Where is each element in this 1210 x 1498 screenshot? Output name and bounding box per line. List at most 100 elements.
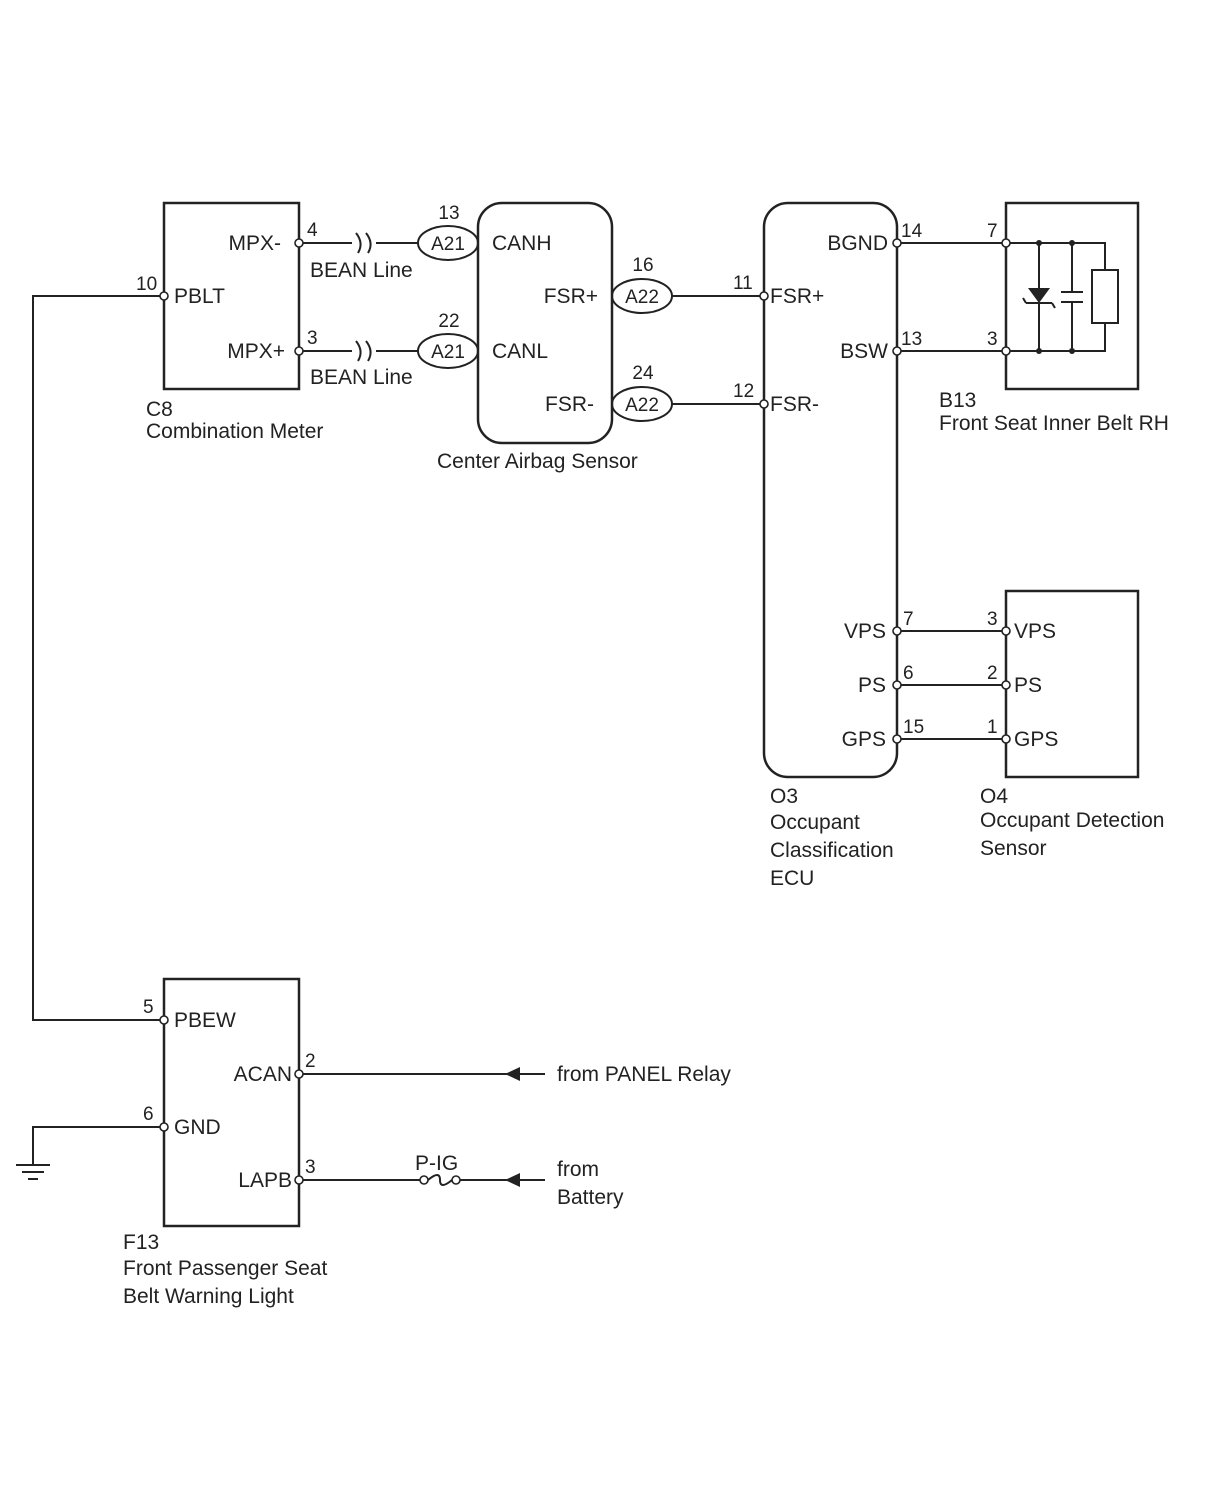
o4-pin-gps: GPS (1014, 728, 1058, 751)
resistor-icon (1091, 269, 1119, 324)
f13-name-line2: Belt Warning Light (123, 1285, 294, 1308)
o3-pin-no-ps: 6 (903, 663, 914, 684)
o3-pin-fsr-plus: FSR+ (770, 285, 824, 308)
o4-pin-no-ps: 2 (987, 663, 998, 684)
o3-pin-fsr-minus: FSR- (770, 393, 819, 416)
connector-a22: A22 16 A22 24 (611, 255, 673, 422)
o4-occupant-detection-sensor: VPS PS GPS 3 2 1 O4 Occupant Detection S… (980, 589, 1164, 860)
f13-name-line1: Front Passenger Seat (123, 1257, 327, 1280)
bean-line-label-2: BEAN Line (310, 366, 413, 389)
f13-pin-acan: ACAN (234, 1063, 292, 1086)
f13-pin-gnd: GND (174, 1116, 221, 1139)
from-battery-label-2: Battery (557, 1186, 624, 1209)
terminal (759, 399, 769, 409)
terminal (159, 1122, 169, 1132)
terminal (759, 291, 769, 301)
bean-line-label-1: BEAN Line (310, 259, 413, 282)
terminal (1001, 238, 1011, 248)
c8-combination-meter: MPX- PBLT MPX+ 4 10 3 C8 Combination Met… (136, 201, 323, 443)
b13-pin-no-bottom: 3 (987, 329, 998, 350)
terminal (892, 680, 902, 690)
o3-pin-no-fsr-minus: 12 (733, 381, 754, 402)
b13-name: Front Seat Inner Belt RH (939, 412, 1169, 435)
o3-name-line2: Classification (770, 839, 894, 862)
o4-pin-no-vps: 3 (987, 609, 998, 630)
o3-pin-no-bgnd: 14 (901, 221, 923, 242)
from-panel-relay-label: from PANEL Relay (557, 1063, 731, 1086)
o4-pin-vps: VPS (1014, 620, 1056, 643)
terminal (159, 291, 169, 301)
wire-gnd (32, 1126, 164, 1165)
terminal (892, 238, 902, 248)
airbag-pin-fsr-plus: FSR+ (544, 285, 598, 308)
terminal (159, 1015, 169, 1025)
a22-bottom-pin: 24 (632, 363, 654, 384)
a22-top-pin: 16 (632, 255, 653, 276)
o3-name-line3: ECU (770, 867, 814, 890)
a22-bottom-label: A22 (625, 395, 659, 416)
f13-seat-belt-warning-light: PBEW ACAN GND LAPB 5 2 6 3 F13 Front Pas… (123, 977, 327, 1308)
o3-pin-vps: VPS (844, 620, 886, 643)
c8-code: C8 (146, 398, 173, 421)
a21-top-pin: 13 (438, 203, 459, 224)
a21-top-label: A21 (431, 234, 465, 255)
o3-pin-no-bsw: 13 (901, 329, 922, 350)
b13-code: B13 (939, 389, 976, 412)
c8-name: Combination Meter (146, 420, 323, 443)
o3-pin-bsw: BSW (840, 340, 888, 363)
f13-pin-no-lapb: 3 (305, 1157, 316, 1178)
fuse-icon (419, 1174, 461, 1186)
o4-name-line2: Sensor (980, 837, 1047, 860)
airbag-pin-fsr-minus: FSR- (545, 393, 594, 416)
a22-top-label: A22 (625, 287, 659, 308)
o3-pin-ps: PS (858, 674, 886, 697)
arrow-left-icon (505, 1067, 545, 1187)
terminal (1001, 626, 1011, 636)
o4-pin-ps: PS (1014, 674, 1042, 697)
terminal (1001, 734, 1011, 744)
terminal (1001, 680, 1011, 690)
ground-icon (16, 1164, 50, 1180)
o3-pin-gps: GPS (842, 728, 886, 751)
o3-pin-no-gps: 15 (903, 717, 924, 738)
c8-pin-mpx-plus: MPX+ (227, 340, 285, 363)
o4-pin-no-gps: 1 (987, 717, 998, 738)
c8-pin-pblt: PBLT (174, 285, 225, 308)
airbag-pin-canl: CANL (492, 340, 548, 363)
o3-pin-no-vps: 7 (903, 609, 914, 630)
f13-pin-no-pbew: 5 (143, 997, 154, 1018)
c8-pin-no-pblt: 10 (136, 274, 157, 295)
o3-pin-no-fsr-plus: 11 (733, 273, 753, 294)
f13-pin-pbew: PBEW (174, 1009, 236, 1032)
airbag-name: Center Airbag Sensor (437, 450, 638, 473)
o4-code: O4 (980, 785, 1008, 808)
fuse-label: P-IG (415, 1152, 458, 1175)
f13-pin-no-acan: 2 (305, 1051, 316, 1072)
airbag-pin-canh: CANH (492, 232, 552, 255)
capacitor-icon (1061, 243, 1083, 351)
terminal (294, 238, 304, 248)
c8-pin-no-mpx-minus: 4 (307, 220, 318, 241)
terminal (294, 346, 304, 356)
terminal (892, 346, 902, 356)
terminal (294, 1175, 304, 1185)
o3-pin-bgnd: BGND (827, 232, 888, 255)
c8-pin-no-mpx-plus: 3 (307, 328, 318, 349)
o3-occupant-classification-ecu: FSR+ FSR- BGND BSW VPS PS GPS 11 12 14 1… (733, 201, 924, 890)
f13-pin-lapb: LAPB (238, 1169, 292, 1192)
center-airbag-sensor: CANH FSR+ CANL FSR- Center Airbag Sensor (437, 201, 638, 473)
terminal (892, 734, 902, 744)
c8-pin-mpx-minus: MPX- (229, 232, 282, 255)
wire-pblt-pbew (32, 295, 164, 1021)
b13-pin-no-top: 7 (987, 221, 998, 242)
f13-code: F13 (123, 1231, 159, 1254)
from-battery-label-1: from (557, 1158, 599, 1181)
diode-icon (1022, 243, 1056, 351)
o3-name-line1: Occupant (770, 811, 860, 834)
terminal (294, 1069, 304, 1079)
o4-name-line1: Occupant Detection (980, 809, 1164, 832)
connector-a21: A21 13 A21 22 (417, 203, 479, 369)
a21-bottom-label: A21 (431, 342, 465, 363)
f13-pin-no-gnd: 6 (143, 1104, 154, 1125)
